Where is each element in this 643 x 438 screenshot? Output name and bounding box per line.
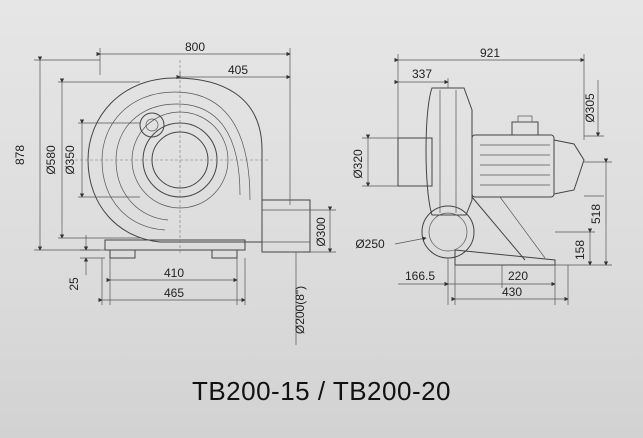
dim-410: 410 <box>164 266 184 280</box>
dim-dia-250: Ø250 <box>355 237 385 251</box>
side-outlet-ring <box>421 205 475 259</box>
dim-800: 800 <box>185 40 205 54</box>
dim-166-5: 166.5 <box>405 269 435 283</box>
side-terminal-box <box>511 121 539 136</box>
side-view: 921 337 Ø305 518 158 Ø320 Ø250 166.5 <box>351 46 612 305</box>
dim-158: 158 <box>573 240 587 260</box>
dim-220: 220 <box>508 269 528 283</box>
dim-dia-320: Ø320 <box>351 149 365 179</box>
dim-465: 465 <box>164 286 184 300</box>
dim-dia-580: Ø580 <box>44 145 58 175</box>
dim-921: 921 <box>480 46 500 60</box>
dim-dia-300: Ø300 <box>314 217 328 247</box>
front-view: 800 405 878 Ø580 Ø350 Ø300 Ø200(8") 410 <box>13 40 336 345</box>
dim-878: 878 <box>13 145 27 165</box>
model-caption: TB200-15 / TB200-20 <box>191 376 452 406</box>
dim-405: 405 <box>228 63 248 77</box>
dim-430: 430 <box>502 285 522 299</box>
front-volute-inner <box>101 91 251 231</box>
front-base-plate <box>104 239 246 251</box>
dim-dia-350: Ø350 <box>63 145 77 175</box>
dim-dia-305: Ø305 <box>583 93 597 123</box>
dim-25: 25 <box>67 277 81 291</box>
side-base <box>454 249 556 266</box>
dim-518: 518 <box>589 204 603 224</box>
side-inlet-flange <box>397 137 433 187</box>
front-volute-outline <box>87 77 263 243</box>
side-motor-fan-cover <box>553 139 585 195</box>
side-housing <box>425 87 473 216</box>
side-motor-body <box>471 134 555 198</box>
front-shaft-hub <box>139 112 165 138</box>
dim-dia-200: Ø200(8") <box>293 286 307 334</box>
front-outlet-duct <box>261 199 311 253</box>
dim-337: 337 <box>412 67 432 81</box>
